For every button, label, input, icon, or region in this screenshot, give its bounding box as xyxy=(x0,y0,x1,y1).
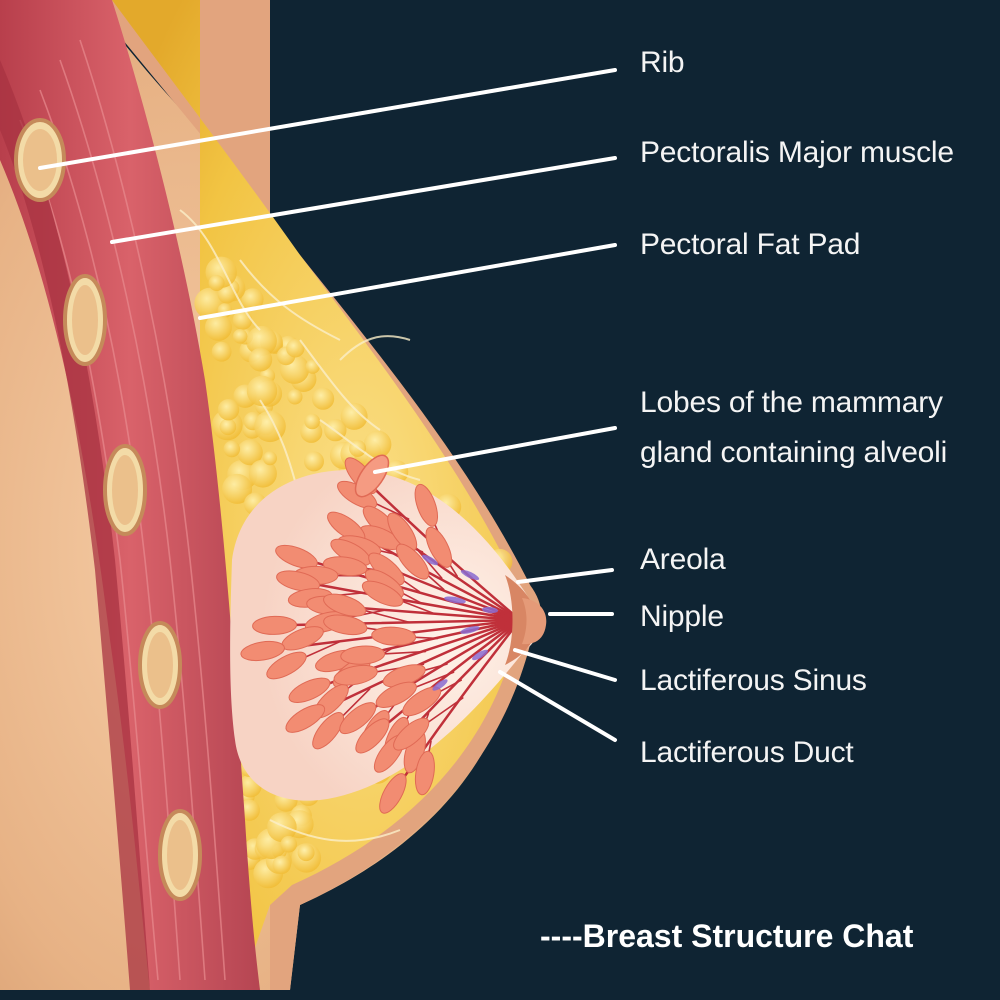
lobe xyxy=(355,718,390,754)
fat-globule xyxy=(246,375,278,407)
lobe-highlight xyxy=(354,454,390,498)
muscle-deep-band xyxy=(0,60,150,990)
fat-globule xyxy=(363,430,392,459)
lobe xyxy=(387,512,418,552)
diagram-caption: ----Breast Structure Chat xyxy=(540,918,914,954)
lobe xyxy=(285,704,326,733)
fat-globule xyxy=(272,855,291,875)
fat-globule xyxy=(237,439,263,466)
mammary-lobes xyxy=(240,454,453,814)
leader-line-rib xyxy=(38,68,617,170)
lobe xyxy=(323,593,367,617)
label-pectoralis-major: Pectoralis Major muscle xyxy=(640,136,954,169)
rib-marrow xyxy=(23,129,57,191)
fat-globule xyxy=(263,451,277,466)
leader-line-lobes xyxy=(373,426,617,474)
fat-globule xyxy=(305,359,320,374)
lobe xyxy=(275,544,318,569)
lactiferous-sinus-marks xyxy=(422,554,498,691)
leader-line-pectoralis xyxy=(110,156,617,244)
label-lactiferous-sinus: Lactiferous Sinus xyxy=(640,664,867,697)
fat-globule xyxy=(232,329,248,344)
fat-globule xyxy=(241,288,264,311)
lobe xyxy=(323,614,368,636)
fat-globule xyxy=(248,347,273,372)
label-nipple: Nipple xyxy=(640,600,724,633)
label-lobes-line2: gland containing alveoli xyxy=(640,436,948,469)
label-rib: Rib xyxy=(640,46,685,79)
lobe xyxy=(252,615,298,635)
leader-lines xyxy=(38,68,617,742)
nipple xyxy=(522,598,547,645)
ribs xyxy=(14,118,202,901)
lobe xyxy=(414,750,435,796)
fat-globule xyxy=(246,325,277,356)
fat-globule xyxy=(223,440,241,458)
fat-globule xyxy=(217,399,240,421)
fat-globule xyxy=(304,413,321,430)
fat-globule xyxy=(217,284,237,304)
fat-globule xyxy=(287,389,303,405)
fat-globule xyxy=(204,313,232,341)
fat-globule xyxy=(219,418,237,436)
label-lactiferous-duct: Lactiferous Duct xyxy=(640,736,854,769)
fat-globule xyxy=(280,835,298,853)
lobe xyxy=(333,664,378,686)
lobe xyxy=(414,483,439,527)
leader-line-sinus xyxy=(513,648,617,682)
lobe xyxy=(288,677,331,703)
lobe xyxy=(240,640,285,662)
lobe xyxy=(393,717,430,751)
leader-line-duct xyxy=(498,670,617,742)
fat-globule xyxy=(286,339,305,358)
lobe xyxy=(339,702,377,735)
lobe xyxy=(402,686,442,717)
rib-marrow xyxy=(147,632,173,698)
label-areola: Areola xyxy=(640,543,726,576)
fat-globule xyxy=(208,275,225,291)
fat-globule xyxy=(297,844,315,862)
fat-globule xyxy=(304,451,324,472)
lobe xyxy=(395,543,430,580)
fat-globule xyxy=(211,341,232,362)
lobe xyxy=(266,651,307,680)
fat-globule xyxy=(312,387,335,410)
fat-globule xyxy=(340,402,368,430)
lobe xyxy=(425,526,453,568)
label-lobes-line1: Lobes of the mammary xyxy=(640,386,943,419)
label-pectoral-fat-pad: Pectoral Fat Pad xyxy=(640,228,861,261)
rib-marrow xyxy=(167,820,193,890)
lobe xyxy=(379,773,407,814)
lobe xyxy=(375,681,417,708)
rib-marrow xyxy=(72,285,98,355)
lobe xyxy=(361,580,404,607)
duct-branch xyxy=(296,579,522,622)
rib-marrow xyxy=(112,455,138,525)
fat-globule xyxy=(248,459,277,488)
lobe xyxy=(276,570,321,592)
lobe xyxy=(312,712,345,750)
leader-line-areola xyxy=(516,568,614,584)
fat-globule xyxy=(222,473,253,504)
duct-branch xyxy=(371,618,522,738)
lobe xyxy=(371,626,417,646)
lobe xyxy=(340,645,386,665)
leader-line-fat-pad xyxy=(198,243,617,320)
fat-globule xyxy=(267,812,297,842)
